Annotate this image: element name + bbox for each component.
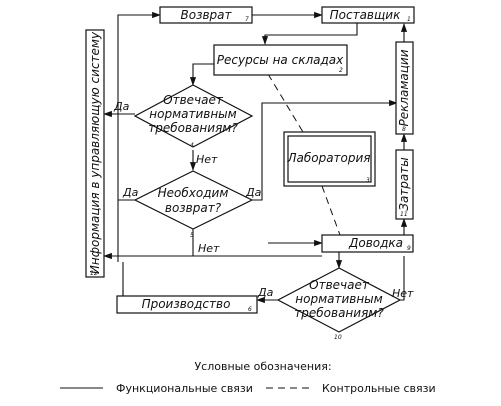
- decision-4-line-3: требованиям?: [148, 121, 238, 135]
- decision-5-line-2: возврат?: [165, 201, 222, 215]
- decision-10-line-3: требованиям?: [294, 306, 384, 320]
- edge-left-to-vozvrat: [117, 11, 161, 262]
- node-reklamatsii-number: 8: [402, 126, 406, 133]
- node-zatraty-label: Затраты: [397, 157, 411, 210]
- node-resursy-number: 2: [339, 67, 343, 74]
- edge-resursy-to-d4: [189, 63, 214, 86]
- decision-4-number: 4: [190, 142, 194, 149]
- node-informatsia-label: Информация в управляющую систему: [88, 31, 102, 274]
- node-reklamatsii-label: Рекламации: [397, 49, 411, 126]
- node-reklamatsii[interactable]: Рекламации 8: [395, 41, 414, 135]
- edge-left-to-proizvodstvo: [117, 262, 124, 301]
- node-vozvrat-label: Возврат: [181, 8, 233, 22]
- node-laboratoria[interactable]: Лаборатория 3: [283, 131, 376, 187]
- legend: Условные обозначения: Функциональные свя…: [60, 360, 436, 395]
- node-zatraty-number: 11: [400, 211, 408, 218]
- decision-4-line-2: нормативным: [149, 107, 236, 121]
- label-d5-yes-left: Да: [122, 186, 139, 199]
- node-postavshik[interactable]: Поставщик 1: [321, 6, 415, 24]
- decision-10[interactable]: Отвечает нормативным требованиям? 10: [276, 267, 402, 341]
- node-postavshik-label: Поставщик: [330, 8, 401, 22]
- node-proizvodstvo[interactable]: Производство 6: [116, 295, 258, 314]
- legend-control: Контрольные связи: [322, 382, 436, 395]
- node-resursy-label: Ресурсы на складах: [217, 53, 344, 67]
- label-d10-no: Нет: [392, 287, 414, 300]
- node-dovodka[interactable]: Доводка 9: [321, 234, 414, 253]
- decision-10-line-2: нормативным: [295, 292, 382, 306]
- node-dovodka-label: Доводка: [348, 236, 403, 250]
- node-dovodka-number: 9: [407, 245, 411, 252]
- label-d5-yes-right: Да: [245, 186, 262, 199]
- edge-postavshik-to-resursy: [261, 23, 358, 45]
- node-vozvrat-number: 7: [245, 16, 249, 23]
- decision-10-number: 10: [334, 334, 342, 341]
- edge-d10-no: [400, 256, 405, 301]
- node-zatraty[interactable]: Затраты 11: [395, 149, 414, 220]
- node-proizvodstvo-number: 6: [248, 306, 252, 313]
- node-laboratoria-number: 3: [366, 177, 370, 184]
- node-proizvodstvo-label: Производство: [142, 297, 231, 311]
- legend-functional: Функциональные связи: [116, 382, 253, 395]
- decision-5-line-1: Необходим: [158, 186, 229, 200]
- decision-10-line-1: Отвечает: [309, 278, 370, 292]
- decision-4[interactable]: Отвечает нормативным требованиям? 4: [133, 84, 254, 149]
- decision-5-number: 5: [190, 232, 194, 239]
- label-d4-no: Нет: [196, 153, 218, 166]
- legend-title: Условные обозначения:: [194, 360, 331, 373]
- node-informatsia[interactable]: Информация в управляющую систему 12: [85, 29, 105, 278]
- edge-d5-yes-right: [252, 99, 398, 201]
- label-d4-yes: Да: [113, 100, 130, 113]
- node-postavshik-number: 1: [407, 16, 411, 23]
- node-vozvrat[interactable]: Возврат 7: [159, 6, 253, 24]
- decision-5[interactable]: Необходим возврат? 5: [133, 170, 254, 239]
- label-d10-yes: Да: [257, 286, 274, 299]
- decision-4-line-1: Отвечает: [163, 93, 224, 107]
- node-informatsia-number: 12: [90, 270, 98, 277]
- node-resursy[interactable]: Ресурсы на складах 2: [213, 44, 348, 76]
- label-d5-no: Нет: [198, 242, 220, 255]
- control-laboratoria-to-dovodka: [321, 185, 341, 236]
- node-laboratoria-label: Лаборатория: [286, 151, 370, 165]
